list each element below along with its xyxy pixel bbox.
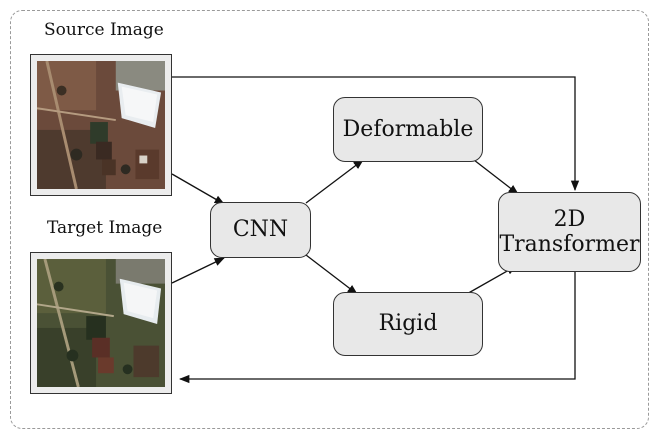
cnn-node: CNN	[210, 202, 311, 258]
deformable-node: Deformable	[333, 97, 483, 162]
arrow-target-to-cnn	[171, 257, 225, 284]
source-image-label: Source Image	[44, 20, 164, 40]
rigid-node: Rigid	[333, 292, 483, 356]
source-image	[30, 54, 172, 196]
arrow-cnn-to-rigid	[305, 254, 358, 295]
transformer-node-label-line2: Transformer	[499, 232, 640, 257]
arrow-deformable-to-transformer	[473, 159, 519, 195]
target-image	[30, 252, 172, 394]
arrow-source-to-cnn	[171, 173, 225, 205]
rigid-node-label: Rigid	[378, 311, 438, 337]
transformer-node-label-line1: 2D	[553, 206, 586, 232]
diagram-frame	[10, 10, 649, 429]
arrow-transformer-to-target	[178, 272, 576, 384]
arrow-cnn-to-deformable	[305, 159, 364, 204]
arrow-source-to-transformer	[172, 76, 580, 192]
deformable-node-label: Deformable	[342, 116, 474, 142]
cnn-node-label: CNN	[232, 217, 289, 243]
target-image-label: Target Image	[47, 218, 163, 238]
transformer-node: 2D Transformer	[498, 192, 641, 272]
